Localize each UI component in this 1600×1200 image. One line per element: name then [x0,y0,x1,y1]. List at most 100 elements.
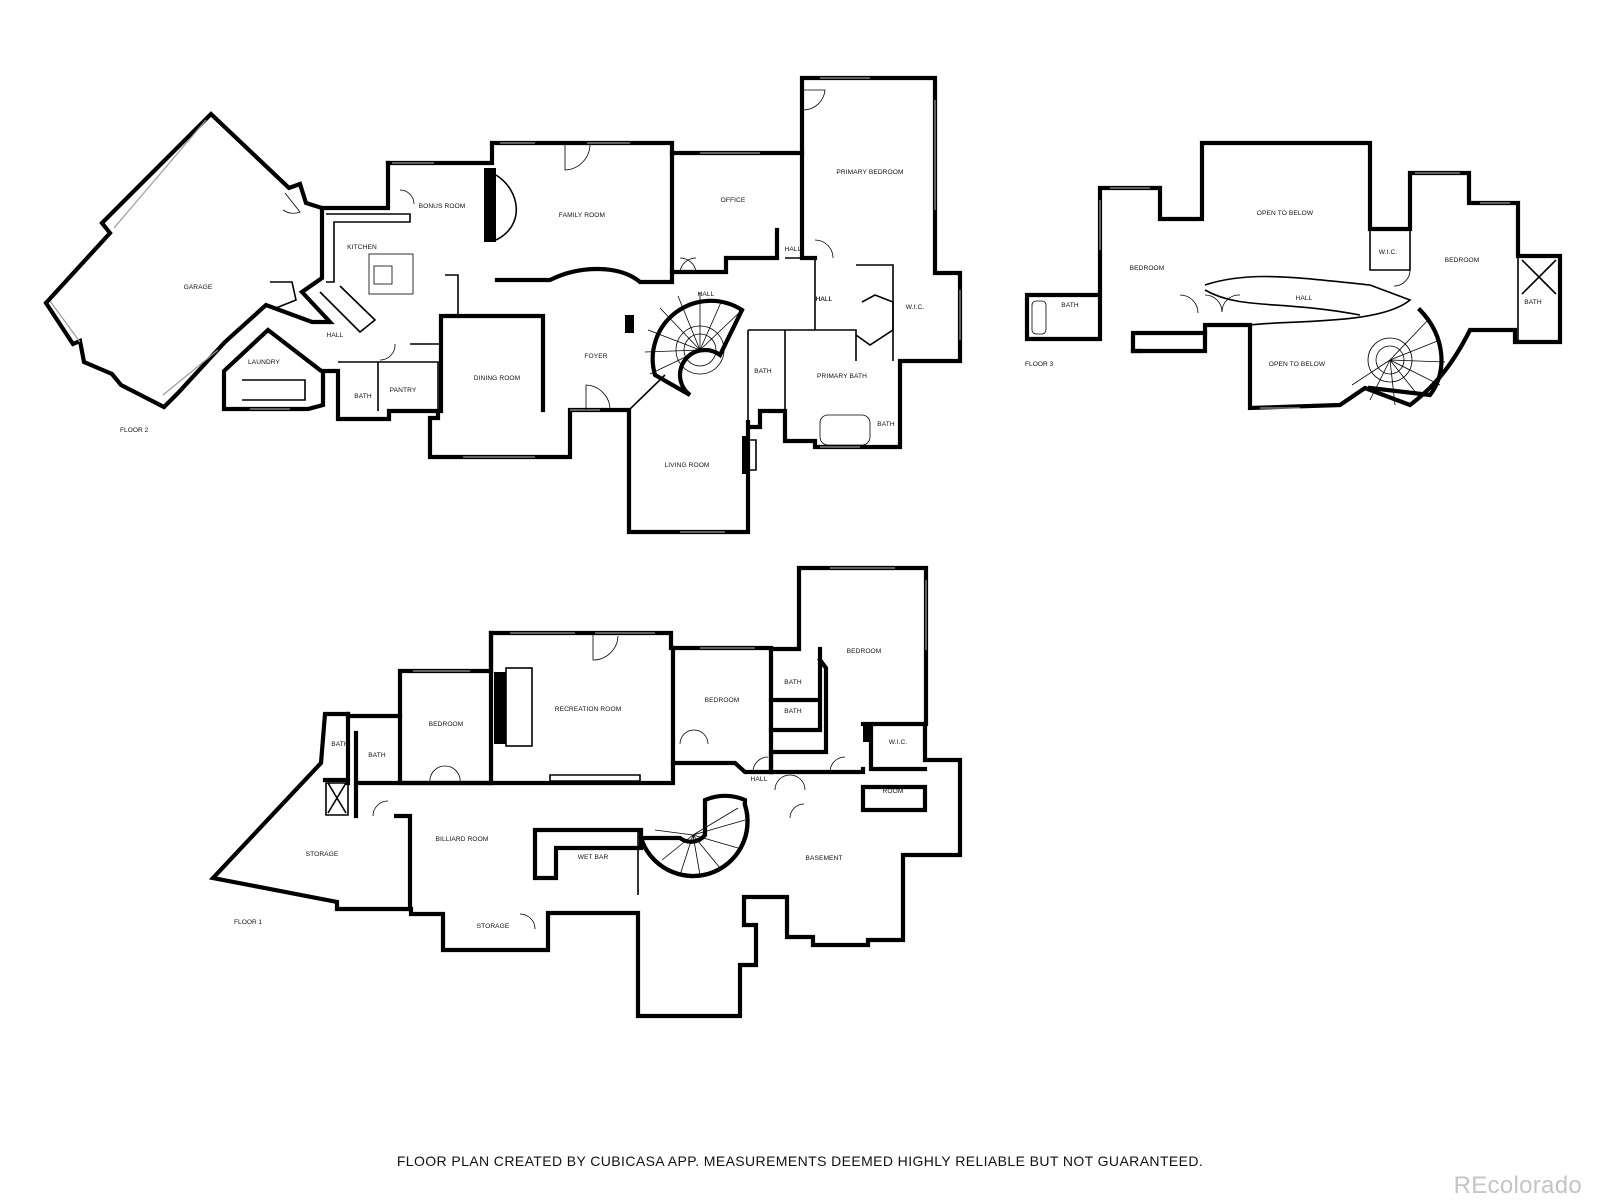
living-fireplace-hearth [742,439,757,471]
door-swing [429,765,461,784]
room-label-wic: W.I.C. [889,739,908,746]
floor-2-plan: GARAGE BONUS ROOM KITCHEN FAMILY ROOM OF… [43,75,963,535]
room-label-bedroom: BEDROOM [1130,265,1165,272]
spiral-staircase-f1 [638,793,750,879]
floor-label-floor-1: FLOOR 1 [234,919,263,926]
wic-walls-f1 [860,721,928,772]
fireplace [494,672,506,744]
door-swing [752,756,769,773]
door-swing [774,774,806,791]
garage-door [162,349,219,396]
door-swing [379,343,396,361]
wic-walls-f3 [1369,229,1411,271]
primary-bath-walls [784,264,894,411]
bath-walls-f2 [747,329,785,420]
room-label-bedroom: BEDROOM [847,648,882,655]
room-label-bonus-room: BONUS ROOM [419,203,466,210]
door-swing [519,913,536,930]
room-label-living-room: LIVING ROOM [664,462,709,469]
floor-label-floor-2: FLOOR 2 [120,427,149,434]
column [625,315,634,333]
room-label-storage: STORAGE [306,851,339,858]
room-label-billiard-room: BILLIARD ROOM [436,836,489,843]
hall-room-walls [768,766,928,813]
bedroom-center-south [670,646,774,775]
floor-1-outline [208,565,963,1019]
room-label-basement: BASEMENT [805,855,842,862]
room-label-bath: BATH [1061,302,1079,309]
kitchen-bonus-walls [221,75,963,535]
dining-room-walls [438,313,546,414]
disclaimer-note: FLOOR PLAN CREATED BY CUBICASA APP. MEAS… [396,1153,1204,1169]
room-label-bath: BATH [754,368,772,375]
room-label-bedroom: BEDROOM [705,697,740,704]
door-swing [585,384,611,411]
hall-railing [1204,289,1361,316]
fireplace-hearth [495,174,518,241]
bathtub [819,414,871,446]
hall-walls [785,257,816,330]
room-label-kitchen: KITCHEN [347,244,377,251]
room-label-garage: GARAGE [184,284,213,291]
room-label-room: ROOM [883,788,904,795]
floor-3-outline [1024,140,1563,411]
bath-walls-f1 [322,711,351,786]
door-swing [802,89,826,111]
spiral-staircase-f2 [644,292,745,397]
door-swing [829,756,846,773]
hall-partition [270,281,297,309]
room-label-bath: BATH [331,741,349,748]
garage-window [49,300,81,343]
door-swing [399,189,415,205]
room-label-wet-bar: WET BAR [578,854,609,861]
window [413,567,927,672]
room-label-bath: BATH [1524,299,1542,306]
room-label-bedroom: BEDROOM [429,721,464,728]
room-label-foyer: FOYER [584,353,607,360]
wet-bar-counter [532,827,644,881]
rec-room-south [488,630,676,786]
foyer-living-partition [628,374,666,411]
room-label-wic: W.I.C. [1379,249,1398,256]
room-label-hall: HALL [751,776,768,783]
room-label-hall: HALL [816,296,833,303]
room-label-hall: HALL [698,291,715,298]
laundry-counter [242,379,306,401]
door-swing [789,803,805,819]
room-label-bath: BATH [784,708,802,715]
door-swing [1179,294,1199,314]
room-label-bath: BATH [354,393,372,400]
column [863,724,871,742]
room-label-hall: HALL [816,296,833,303]
door-swing [592,633,619,661]
door-swing [1393,269,1411,287]
kitchen-counter [319,285,377,334]
room-label-laundry: LAUNDRY [248,359,281,366]
bath-stack [768,646,829,775]
garage-door-swing [282,192,301,214]
room-label-open-to-below: OPEN TO BELOW [1257,210,1314,217]
door-swing [1204,294,1241,313]
room-label-family-room: FAMILY ROOM [559,212,605,219]
room-label-wic: W.I.C. [906,304,925,311]
pantry-walls [338,343,441,411]
garage-walls [43,111,335,410]
room-label-primary-bedroom: PRIMARY BEDROOM [836,169,903,176]
bathtub [1031,300,1047,335]
room-label-bedroom: BEDROOM [1445,257,1480,264]
office-west [669,227,780,275]
door-swing [679,257,697,273]
family-room-south [494,150,675,285]
garage-window [113,119,207,229]
kitchen-north-wall [319,160,391,211]
room-label-hall: HALL [785,246,802,253]
room-label-pantry: PANTRY [390,387,417,394]
room-label-recreation-room: RECREATION ROOM [555,706,622,713]
room-label-hall: HALL [1296,295,1313,302]
window [250,77,961,533]
spiral-staircase-f3 [1351,307,1446,406]
fireplace [484,168,496,242]
room-label-storage: STORAGE [477,923,510,930]
bonus-partition [445,274,459,316]
living-fireplace [742,436,748,474]
